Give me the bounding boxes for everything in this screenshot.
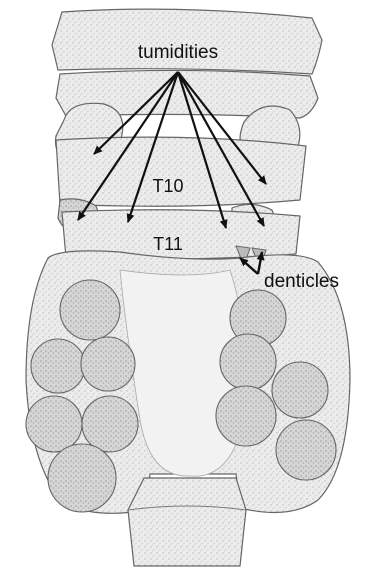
egg-left-2 [31, 339, 85, 393]
egg-right-5 [276, 420, 336, 480]
label-t11: T11 [153, 234, 183, 254]
egg-right-4 [216, 386, 276, 446]
label-t10: T10 [152, 176, 183, 196]
egg-left-4 [26, 396, 82, 452]
egg-left-1 [60, 280, 120, 340]
egg-left-6 [48, 444, 116, 512]
posterior-tube [128, 478, 246, 566]
egg-right-2 [220, 334, 276, 390]
egg-left-5 [82, 396, 138, 452]
egg-left-3 [81, 337, 135, 391]
label-tumidities: tumidities [138, 42, 218, 63]
egg-right-3 [272, 362, 328, 418]
label-denticles: denticles [264, 271, 339, 292]
